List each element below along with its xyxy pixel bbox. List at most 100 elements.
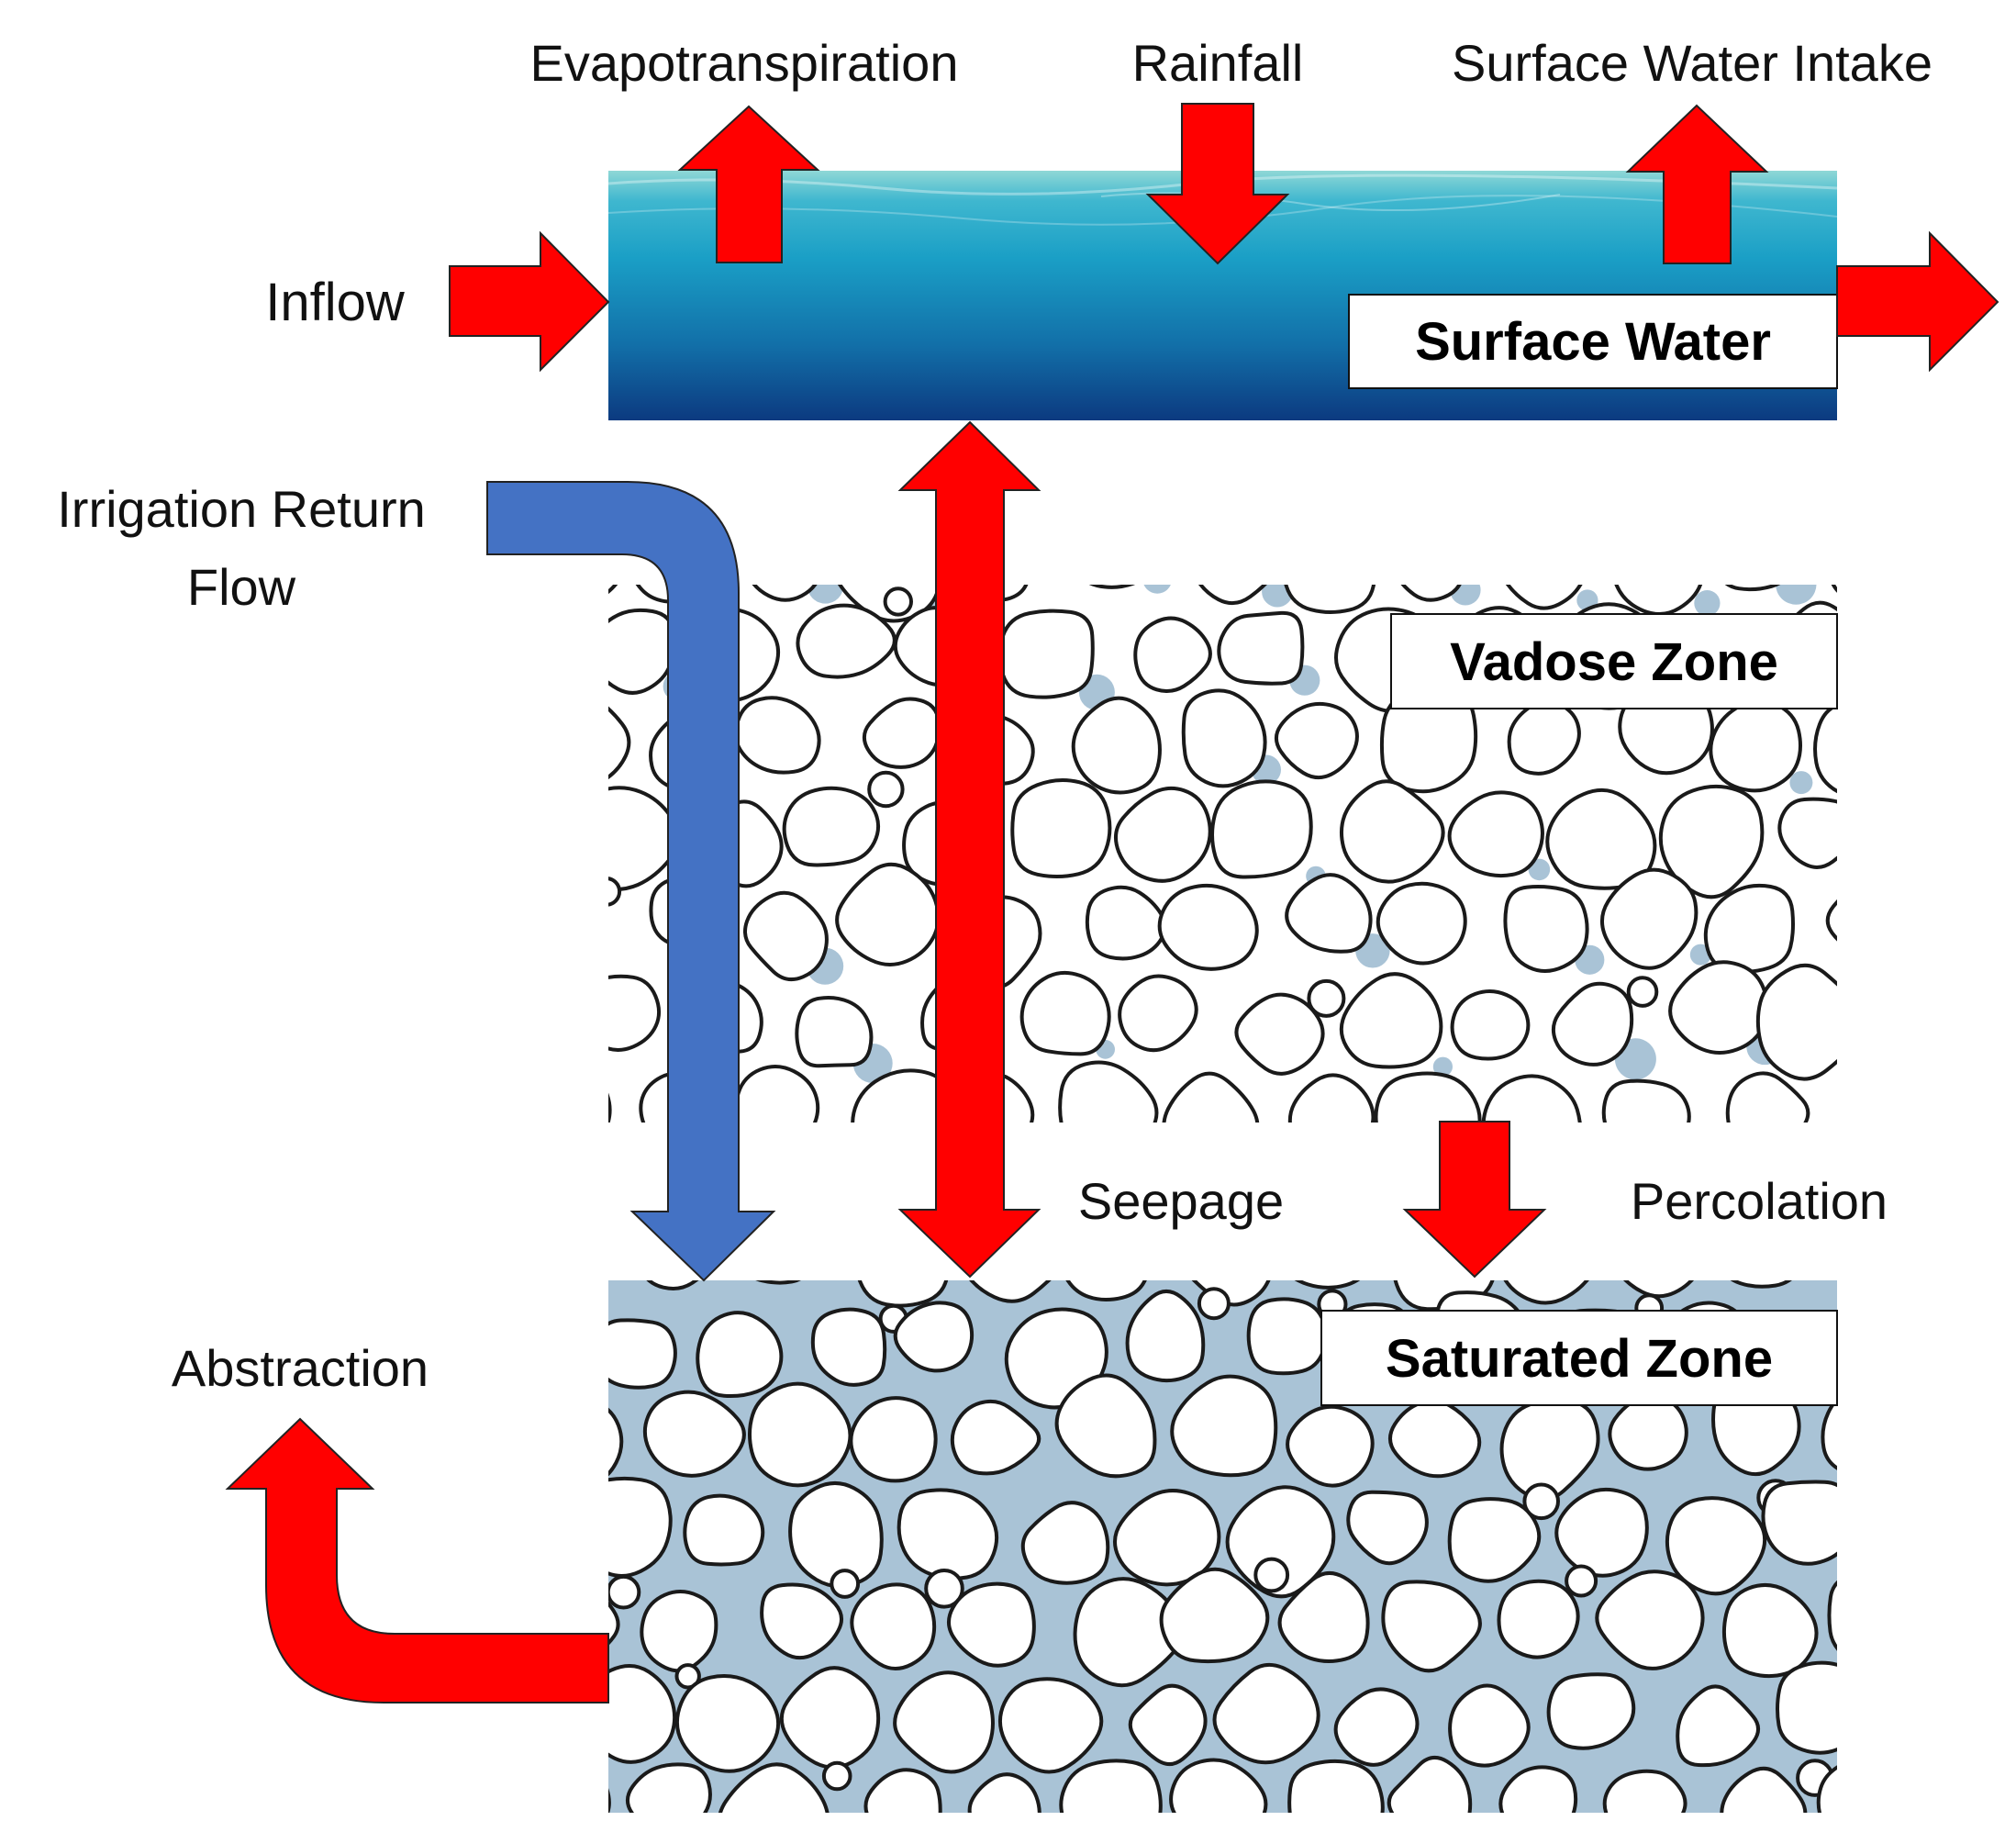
soil-grain bbox=[969, 1280, 1052, 1303]
soil-grain bbox=[1162, 1071, 1260, 1123]
soil-grain bbox=[608, 608, 676, 695]
irrigation-return-flow-label-line1: Irrigation Return bbox=[57, 480, 426, 538]
soil-grain bbox=[748, 1381, 852, 1488]
soil-grain bbox=[608, 1476, 673, 1578]
soil-grain bbox=[1073, 1577, 1185, 1688]
soil-grain bbox=[696, 1311, 784, 1399]
soil-grain bbox=[1387, 1756, 1473, 1813]
saturated-zone-label: Saturated Zone bbox=[1386, 1329, 1773, 1389]
soil-grain bbox=[1133, 616, 1212, 694]
small-soil-grain bbox=[1565, 1564, 1598, 1598]
soil-grain bbox=[608, 1407, 624, 1477]
pore-water-blob bbox=[1143, 585, 1171, 594]
saturated-zone-label-box: Saturated Zone bbox=[1320, 1310, 1838, 1406]
soil-grain bbox=[1827, 1580, 1837, 1651]
soil-grain bbox=[1071, 696, 1162, 795]
surface-water-label: Surface Water bbox=[1415, 312, 1771, 372]
soil-grain bbox=[1128, 1683, 1208, 1767]
soil-grain bbox=[1169, 1758, 1268, 1813]
soil-grain bbox=[1294, 1280, 1361, 1290]
soil-grain bbox=[1777, 797, 1837, 869]
soil-grain bbox=[950, 1399, 1041, 1476]
pore-water-blob bbox=[807, 585, 844, 604]
soil-grain bbox=[1065, 1280, 1147, 1302]
soil-grain bbox=[1125, 1289, 1206, 1383]
soil-grain bbox=[1210, 779, 1313, 879]
soil-grain bbox=[862, 697, 941, 769]
soil-grain bbox=[835, 862, 941, 966]
soil-grain bbox=[608, 1092, 612, 1123]
small-soil-grain bbox=[1913, 1559, 1943, 1589]
small-soil-grain bbox=[674, 1663, 701, 1690]
soil-grain bbox=[997, 609, 1095, 699]
evapotranspiration-label: Evapotranspiration bbox=[530, 34, 959, 92]
soil-grain bbox=[1217, 610, 1305, 686]
pore-water-blob bbox=[1907, 583, 1926, 602]
soil-grain bbox=[1113, 1489, 1221, 1587]
seepage-label: Seepage bbox=[1078, 1172, 1284, 1230]
pore-water-blob bbox=[1845, 663, 1877, 695]
percolation-label: Percolation bbox=[1631, 1172, 1888, 1230]
soil-grain bbox=[646, 1280, 699, 1290]
soil-grain bbox=[1658, 784, 1765, 899]
small-soil-grain bbox=[883, 586, 913, 617]
surface-water-label-box: Surface Water bbox=[1348, 294, 1838, 389]
soil-grain bbox=[1225, 1485, 1336, 1599]
soil-grain bbox=[1498, 1765, 1578, 1813]
soil-grain bbox=[733, 1065, 820, 1123]
abstraction-label: Abstraction bbox=[172, 1339, 429, 1397]
soil-grain bbox=[1840, 1067, 1924, 1155]
soil-grain bbox=[1450, 989, 1531, 1061]
soil-grain bbox=[755, 1280, 801, 1285]
soil-grain bbox=[1447, 790, 1544, 878]
pore-water-blob bbox=[1789, 771, 1813, 795]
soil-grain bbox=[946, 1581, 1036, 1668]
soil-grain bbox=[1725, 1071, 1810, 1123]
soil-grain bbox=[1339, 972, 1443, 1069]
soil-grain bbox=[1170, 1374, 1278, 1478]
pore-water-blob bbox=[1841, 1043, 1879, 1081]
soil-grain bbox=[1020, 1501, 1110, 1585]
soil-grain bbox=[1724, 585, 1781, 592]
soil-grain bbox=[1821, 1396, 1837, 1470]
soil-grain bbox=[1019, 970, 1111, 1056]
rainfall-label: Rainfall bbox=[1132, 34, 1304, 92]
small-soil-grain bbox=[1522, 1482, 1560, 1521]
soil-grain bbox=[897, 1488, 999, 1581]
soil-grain bbox=[863, 1768, 942, 1813]
soil-grain bbox=[782, 786, 881, 867]
soil-grain bbox=[850, 1582, 937, 1670]
small-soil-grain bbox=[1197, 1287, 1231, 1321]
soil-grain bbox=[642, 1390, 746, 1478]
soil-grain bbox=[608, 786, 681, 891]
soil-grain bbox=[1197, 585, 1267, 606]
soil-grain bbox=[893, 1670, 995, 1774]
soil-grain bbox=[1274, 701, 1359, 780]
soil-grain bbox=[1157, 883, 1259, 971]
soil-grain bbox=[997, 1677, 1104, 1774]
soil-grain bbox=[519, 1201, 610, 1287]
rainfall-arrow bbox=[1145, 103, 1290, 265]
small-soil-grain bbox=[821, 1760, 852, 1792]
soil-grain bbox=[1287, 1759, 1385, 1813]
soil-grain bbox=[1551, 981, 1634, 1067]
soil-grain bbox=[1181, 688, 1267, 788]
soil-grain bbox=[752, 585, 818, 602]
soil-grain bbox=[1665, 1496, 1767, 1596]
soil-grain bbox=[1720, 1766, 1808, 1813]
pore-water-blob bbox=[1694, 590, 1721, 617]
pore-water-blob bbox=[1776, 585, 1817, 605]
small-soil-grain bbox=[608, 1574, 641, 1610]
soil-grain bbox=[1285, 873, 1373, 954]
vadose-zone-label-box: Vadose Zone bbox=[1390, 613, 1838, 709]
soil-grain bbox=[608, 706, 631, 780]
soil-grain bbox=[857, 1280, 949, 1308]
soil-grain bbox=[742, 890, 829, 982]
soil-grain bbox=[810, 1307, 887, 1387]
soil-grain bbox=[1503, 1280, 1589, 1305]
soil-grain bbox=[1755, 963, 1837, 1081]
soil-grain bbox=[608, 585, 618, 595]
soil-grain bbox=[1212, 1662, 1320, 1765]
soil-grain bbox=[1600, 867, 1699, 970]
